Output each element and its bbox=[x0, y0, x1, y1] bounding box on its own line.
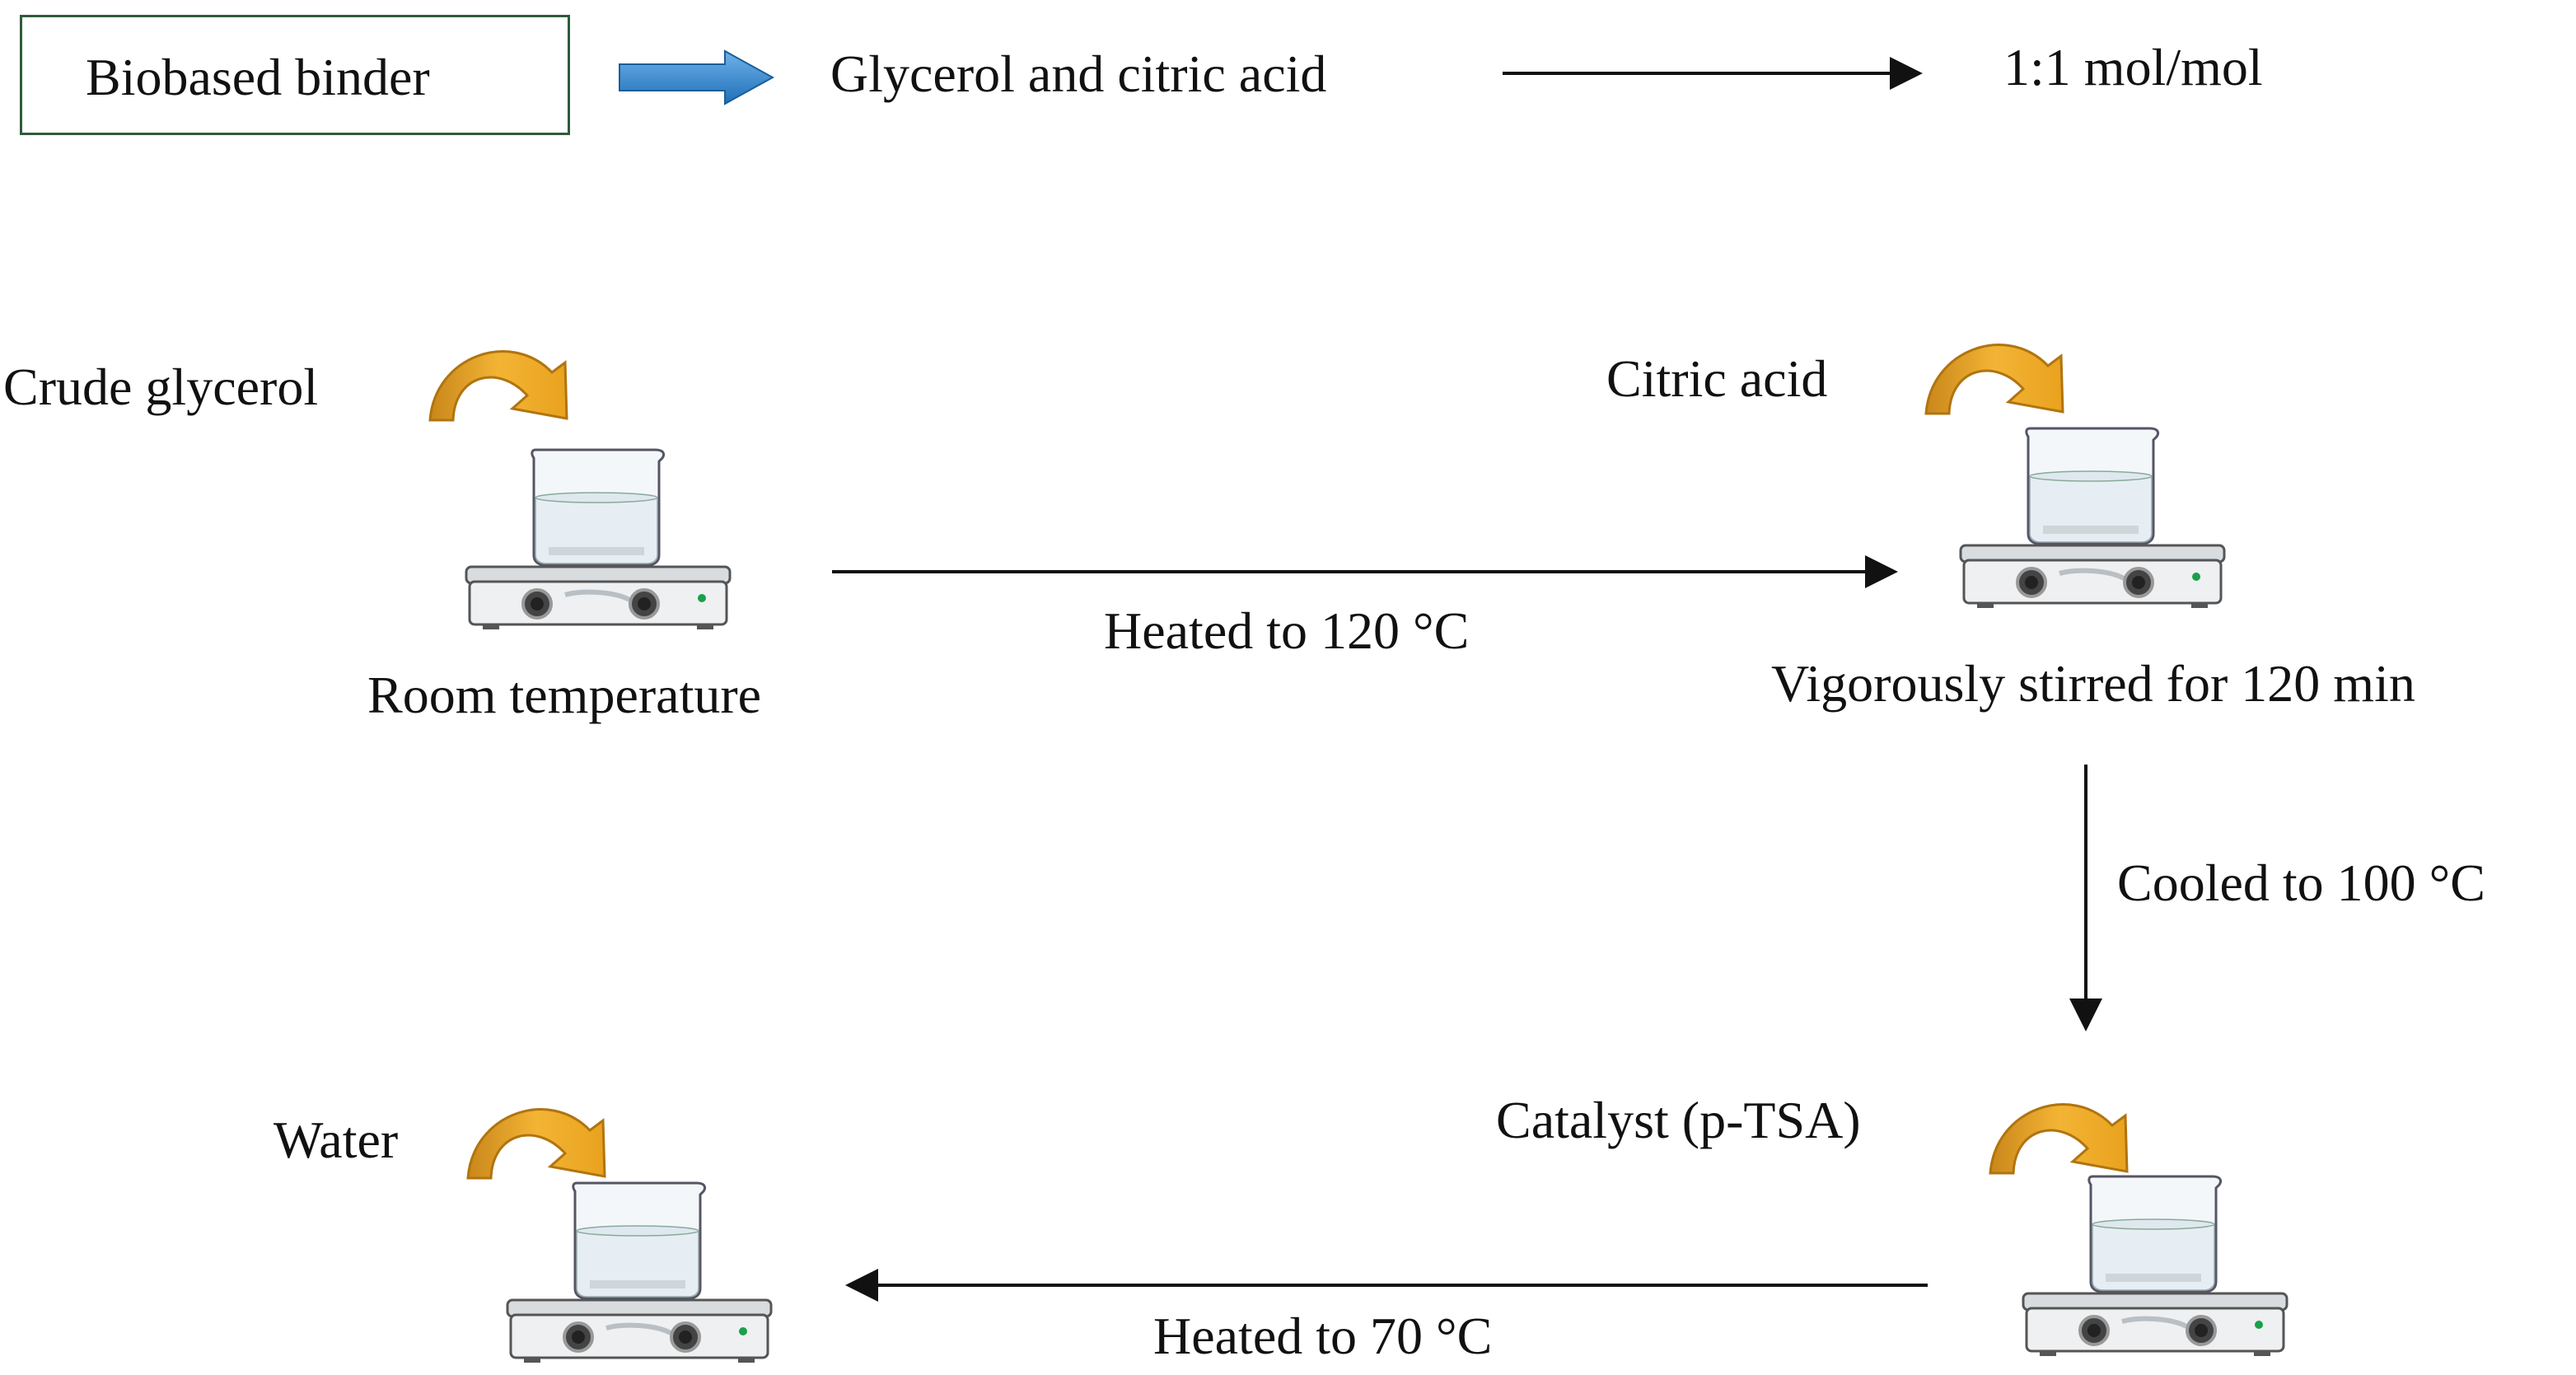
step-3-addition-label: Catalyst (p-TSA) bbox=[1496, 1091, 1861, 1149]
step-2-addition-label: Citric acid bbox=[1606, 349, 1828, 408]
reactants-label: Glycerol and citric acid bbox=[830, 44, 1327, 103]
biobased-binder-label: Biobased binder bbox=[86, 48, 430, 106]
transition-cooled-100-label: Cooled to 100 °C bbox=[2117, 854, 2485, 912]
station-1-beaker-hotplate-icon bbox=[466, 450, 730, 629]
step-1-condition-label: Room temperature bbox=[367, 666, 762, 724]
block-arrow-icon bbox=[619, 49, 775, 105]
transition-heated-70-label: Heated to 70 °C bbox=[1153, 1307, 1493, 1365]
transition-heated-120-label: Heated to 120 °C bbox=[1104, 601, 1470, 660]
station-4-beaker-hotplate-icon bbox=[507, 1183, 771, 1363]
biobased-binder-box bbox=[20, 15, 570, 135]
curved-arrow-icon bbox=[1989, 1103, 2129, 1175]
station-2-beaker-hotplate-icon bbox=[1961, 428, 2224, 608]
step-1-addition-label: Crude glycerol bbox=[3, 358, 319, 416]
curved-arrow-icon bbox=[466, 1108, 606, 1180]
station-3-beaker-hotplate-icon bbox=[2023, 1176, 2287, 1356]
curved-arrow-icon bbox=[428, 350, 568, 422]
step-4-addition-label: Water bbox=[273, 1111, 399, 1169]
ratio-label: 1:1 mol/mol bbox=[2003, 38, 2263, 96]
step-2-condition-label: Vigorously stirred for 120 min bbox=[1771, 654, 2415, 713]
curved-arrow-icon bbox=[1924, 344, 2064, 415]
